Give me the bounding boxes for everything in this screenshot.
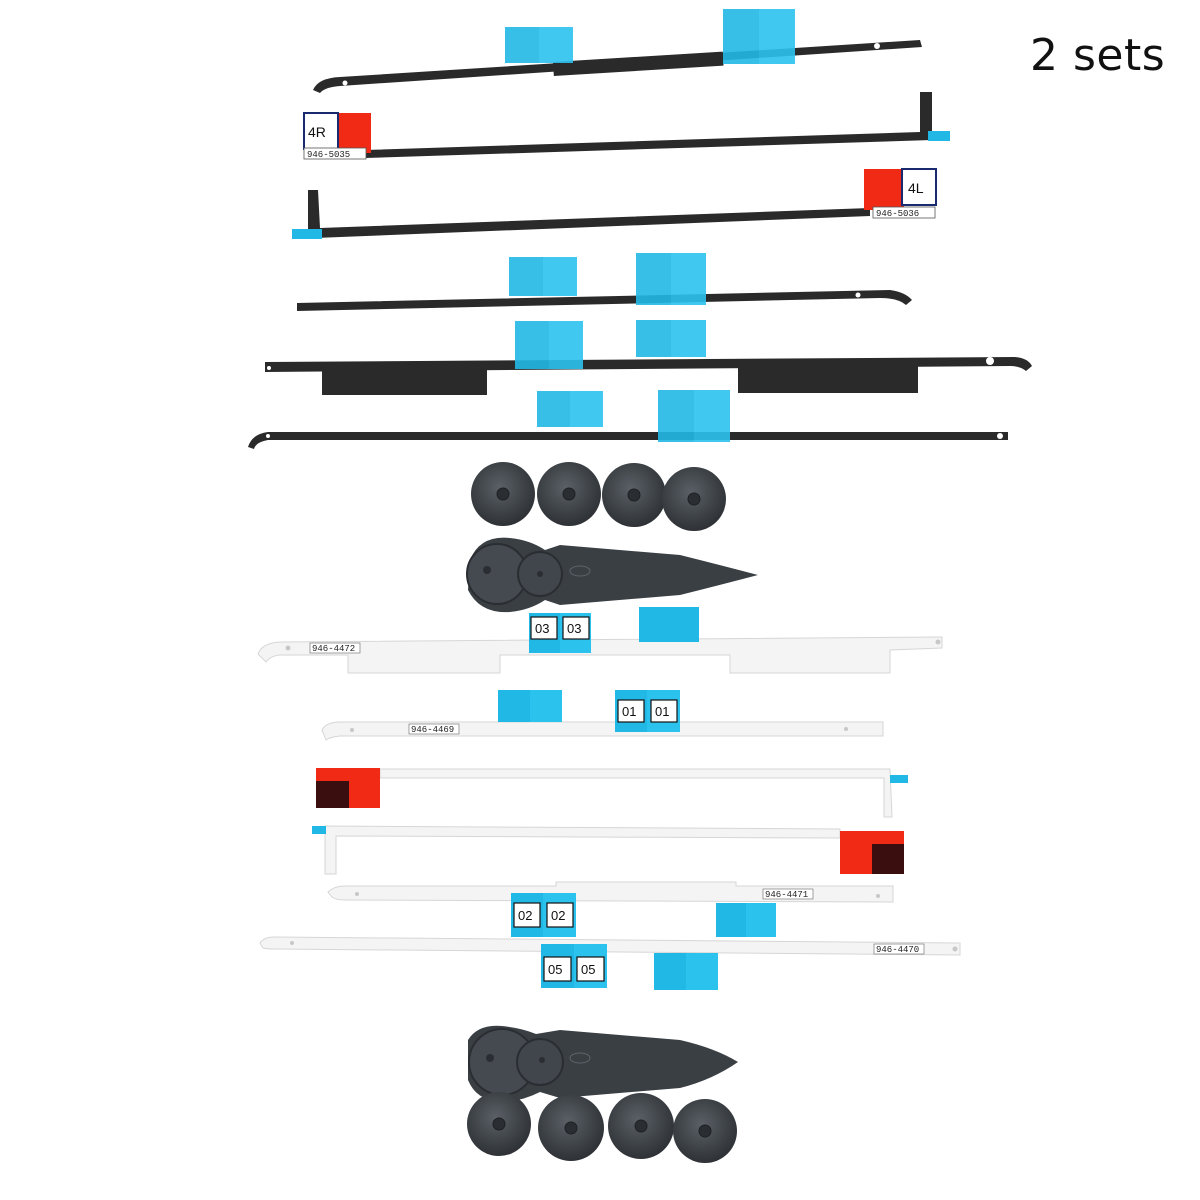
black-strip-4r: 4R 946-5035 [303,92,950,160]
black-strip-4 [297,253,912,311]
black-strip-4l: 4L 946-5036 [292,168,937,239]
blue-tab [654,953,718,990]
blue-tab-03: 03 03 [529,613,591,653]
label-02: 02 [551,908,565,923]
suction-cup [662,467,726,531]
part-number-4l: 946-5036 [876,209,919,219]
white-strip-2: 946-4469 01 01 [321,690,884,741]
black-strip-1 [313,9,922,93]
black-strip-5 [265,320,1032,395]
label-05: 05 [581,962,595,977]
blue-tab [515,321,583,369]
caption-2-sets: 2 sets [1030,30,1166,81]
blue-tab [639,607,699,642]
opening-tool [468,1025,738,1102]
label-01: 01 [655,704,669,719]
suction-cup [537,462,601,526]
red-tab [337,113,371,153]
opening-tool [466,537,758,613]
label-4l: 4L [908,180,924,196]
blue-tab-01: 01 01 [615,690,680,732]
label-05: 05 [548,962,562,977]
blue-tab-02: 02 02 [511,893,576,937]
label-03: 03 [567,621,581,636]
suction-cup [538,1095,604,1161]
part-number-w4: 946-4470 [876,945,919,955]
white-strip-1: 946-4472 03 03 [257,607,943,674]
blue-tab [509,257,577,296]
blue-tab [658,390,730,442]
suction-cup [673,1099,737,1163]
suction-cup-row-top [471,462,726,531]
white-strip-5: 946-4471 02 02 [327,881,894,937]
part-number-w3: 946-4471 [765,890,808,900]
label-02: 02 [518,908,532,923]
suction-cup-row-bottom [467,1092,737,1163]
blue-tab [505,27,573,63]
part-number-w1: 946-4472 [312,644,355,654]
white-strip-4 [312,825,904,875]
black-strip-6 [248,390,1008,449]
suction-cup [608,1093,674,1159]
suction-cup [602,463,666,527]
label-4r: 4R [308,124,326,140]
blue-tab [716,903,776,937]
label-03: 03 [535,621,549,636]
white-strip-3 [316,768,908,818]
blue-tab-05: 05 05 [541,944,607,988]
blue-tab [636,253,706,305]
blue-tab [636,320,706,357]
label-01: 01 [622,704,636,719]
part-number-4r: 946-5035 [307,150,350,160]
suction-cup [471,462,535,526]
blue-tab [498,690,562,722]
blue-tab [723,9,795,64]
part-number-w2: 946-4469 [411,725,454,735]
blue-tab [537,391,603,427]
red-tab [864,169,904,210]
suction-cup [467,1092,531,1156]
white-strip-6: 946-4470 05 05 [259,936,961,990]
